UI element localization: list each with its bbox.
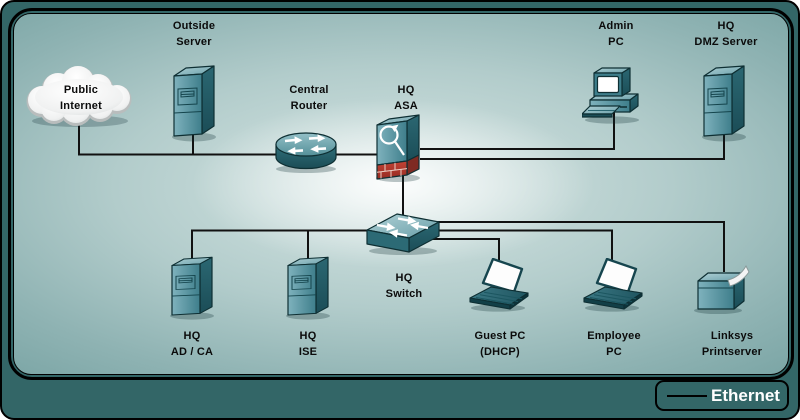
server-icon: [171, 62, 217, 142]
diagram-canvas: [13, 13, 789, 375]
device-admin-pc[interactable]: [582, 64, 644, 124]
laptop-icon: [468, 258, 530, 312]
device-central-router[interactable]: [273, 130, 339, 174]
device-guest-pc[interactable]: [468, 258, 530, 312]
link-asa-dmzserver[interactable]: [420, 118, 725, 160]
firewall-asa-icon: [374, 114, 424, 182]
switch-icon: [364, 205, 442, 255]
router-icon: [273, 130, 339, 174]
device-hq-asa[interactable]: [374, 114, 424, 182]
ethernet-line-sample: [667, 394, 707, 397]
server-icon: [701, 62, 747, 142]
device-linksys-printserver[interactable]: [692, 264, 750, 314]
device-hq-dmz-server[interactable]: [701, 62, 747, 142]
desktop-pc-icon: [582, 64, 644, 124]
device-hq-ise[interactable]: [285, 254, 331, 320]
device-outside-server[interactable]: [171, 62, 217, 142]
device-hq-ad-ca[interactable]: [169, 254, 215, 320]
server-icon: [169, 254, 215, 320]
label-guest-pc: Guest PC(DHCP): [474, 330, 526, 358]
device-employee-pc[interactable]: [582, 258, 644, 312]
link-switch-linksys[interactable]: [422, 221, 725, 272]
server-icon: [285, 254, 331, 320]
printserver-icon: [692, 264, 750, 314]
diagram-panel: [8, 8, 794, 380]
link-asa-adminpc[interactable]: [420, 112, 615, 150]
laptop-icon: [582, 258, 644, 312]
ethernet-legend-label: Ethernet: [711, 385, 780, 405]
link-switch-guestpc[interactable]: [422, 238, 500, 266]
ethernet-legend: Ethernet: [655, 380, 789, 411]
device-hq-switch[interactable]: [364, 205, 442, 255]
